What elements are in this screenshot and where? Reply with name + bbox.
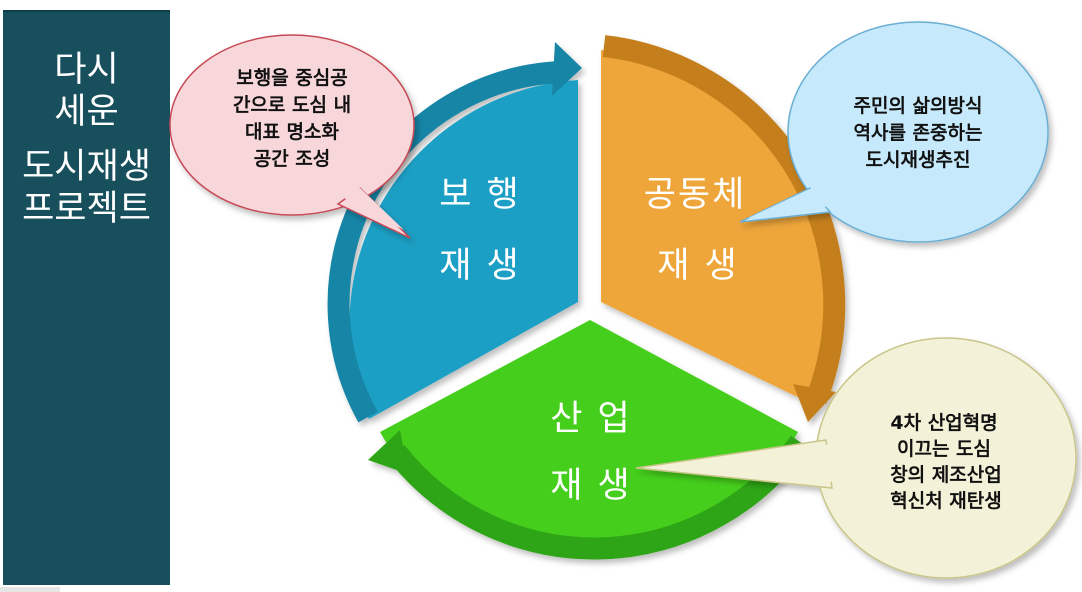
title-line-4: 프로젝트 <box>22 188 151 229</box>
industry-label-line-1: 산 업 <box>550 399 632 439</box>
industry-bubble-line-3: 창의 제조산업 <box>890 464 1002 486</box>
project-title: 다시 세운 도시재생 프로젝트 <box>3 50 170 230</box>
industry-bubble-line-2: 이끄는 도심 <box>897 438 991 460</box>
industry-bubble-line-1: 4차 산업혁명 <box>890 412 997 434</box>
community-wedge <box>601 50 834 404</box>
bottom-tab <box>0 587 60 592</box>
walk-arrow-head <box>552 42 582 96</box>
community-bubble-line-1: 주민의 삶의방식 <box>854 95 983 117</box>
walk-bubble-line-4: 공간 조성 <box>254 148 331 170</box>
community-label-line-1: 공동체 <box>644 175 747 215</box>
industry-bubble-line-4: 혁신처 재탄생 <box>890 490 1002 512</box>
title-line-3: 도시재생 <box>22 147 151 187</box>
walk-bubble-line-3: 대표 명소화 <box>245 121 340 143</box>
community-bubble <box>739 21 1049 243</box>
industry-segment <box>368 320 809 560</box>
industry-label-line-2: 재 생 <box>550 466 632 506</box>
walk-label-line-2: 재 생 <box>439 246 521 286</box>
community-label-line-2: 재 생 <box>657 246 739 286</box>
community-bubble-line-2: 역사를 존중하는 <box>854 122 983 144</box>
walk-bubble-line-2: 간으로 도심 내 <box>233 94 351 116</box>
title-banner: 다시 세운 도시재생 프로젝트 <box>3 10 170 585</box>
walk-label-line-1: 보 행 <box>439 175 521 215</box>
industry-bubble <box>635 337 1077 579</box>
industry-wedge <box>380 320 798 555</box>
industry-arc <box>387 435 809 560</box>
industry-arrow-head <box>368 430 408 474</box>
title-line-2: 세운 <box>54 91 119 132</box>
walk-bubble-line-1: 보행을 중심공 <box>236 67 348 89</box>
community-bubble-line-3: 도시재생추진 <box>866 149 971 171</box>
walk-wedge <box>349 80 578 419</box>
community-arrow-head <box>793 384 836 422</box>
walk-bubble <box>169 34 415 239</box>
title-line-1: 다시 <box>54 50 119 90</box>
